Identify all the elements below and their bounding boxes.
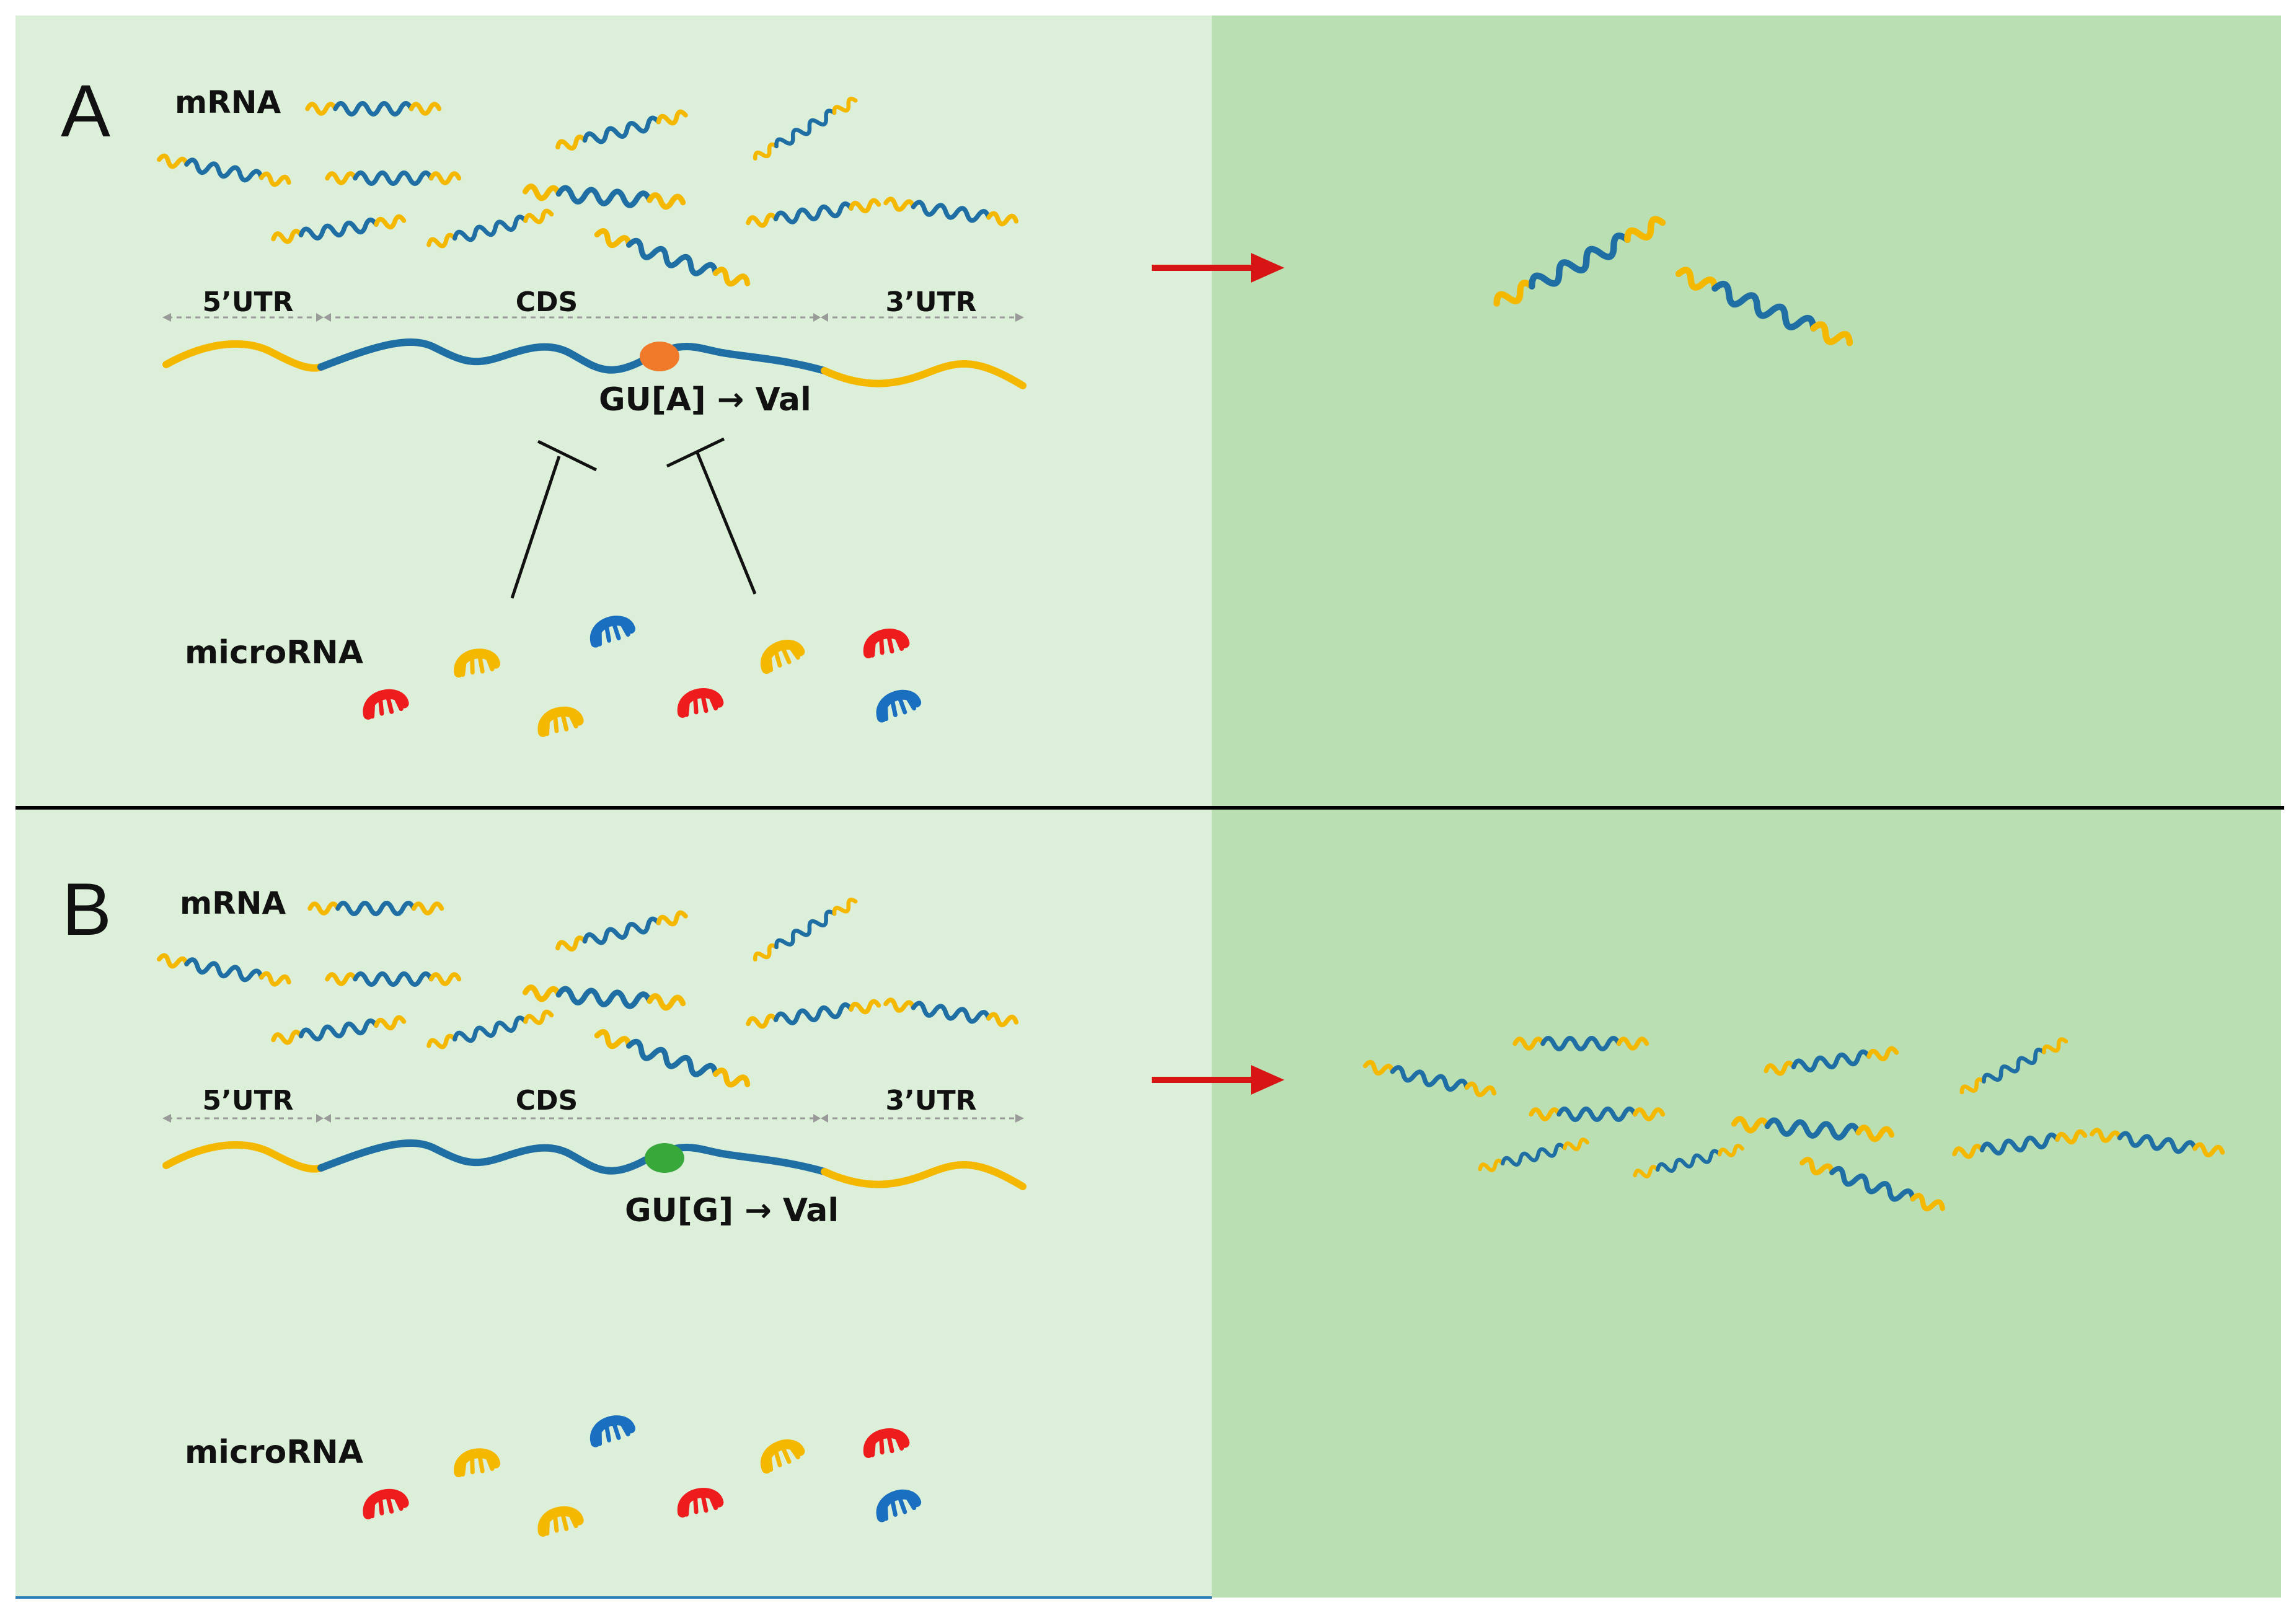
panel-b-right xyxy=(1212,810,2281,1598)
microrna-label: microRNA xyxy=(185,1434,363,1471)
region-3utr-label: 3’UTR xyxy=(886,286,977,318)
region-cds-label: CDS xyxy=(516,286,578,318)
red-arrow xyxy=(1152,253,1284,283)
region-arrowheads xyxy=(162,313,1024,322)
cds-segment xyxy=(317,338,828,374)
mrna-strand xyxy=(162,1139,1027,1190)
region-cds-label: CDS xyxy=(516,1085,578,1116)
panel-a: A mRNA 5’UTR CDS 3’UTR xyxy=(61,69,1852,735)
snp-site-marker xyxy=(645,1143,684,1173)
utr-5-segment xyxy=(162,340,325,372)
panel-b-left xyxy=(15,810,1212,1598)
mrna-strand xyxy=(162,338,1027,389)
region-5utr-label: 5’UTR xyxy=(203,1085,294,1116)
snp-site-marker xyxy=(640,342,679,371)
region-5utr-label: 5’UTR xyxy=(203,286,294,318)
red-arrow xyxy=(1152,1065,1284,1095)
mrna-label: mRNA xyxy=(180,885,286,921)
panel-a-left xyxy=(15,15,1212,806)
mrna-label: mRNA xyxy=(175,84,281,120)
codon-label: GU[G] → Val xyxy=(625,1192,839,1229)
region-3utr-label: 3’UTR xyxy=(886,1085,977,1116)
region-arrowheads xyxy=(162,1114,1024,1123)
panel-a-right xyxy=(1212,15,2281,806)
utr-3-segment xyxy=(821,360,1027,389)
microrna-label: microRNA xyxy=(185,634,363,671)
panel-letter: B xyxy=(62,868,112,951)
cds-segment xyxy=(317,1139,828,1175)
utr-3-segment xyxy=(821,1161,1027,1190)
inhibition-symbol xyxy=(510,437,757,599)
utr-5-segment xyxy=(162,1141,325,1173)
panel-letter: A xyxy=(61,69,110,152)
panel-b: B mRNA 5’UTR CDS 3’UTR xyxy=(62,868,2223,1534)
codon-label: GU[A] → Val xyxy=(599,381,811,418)
